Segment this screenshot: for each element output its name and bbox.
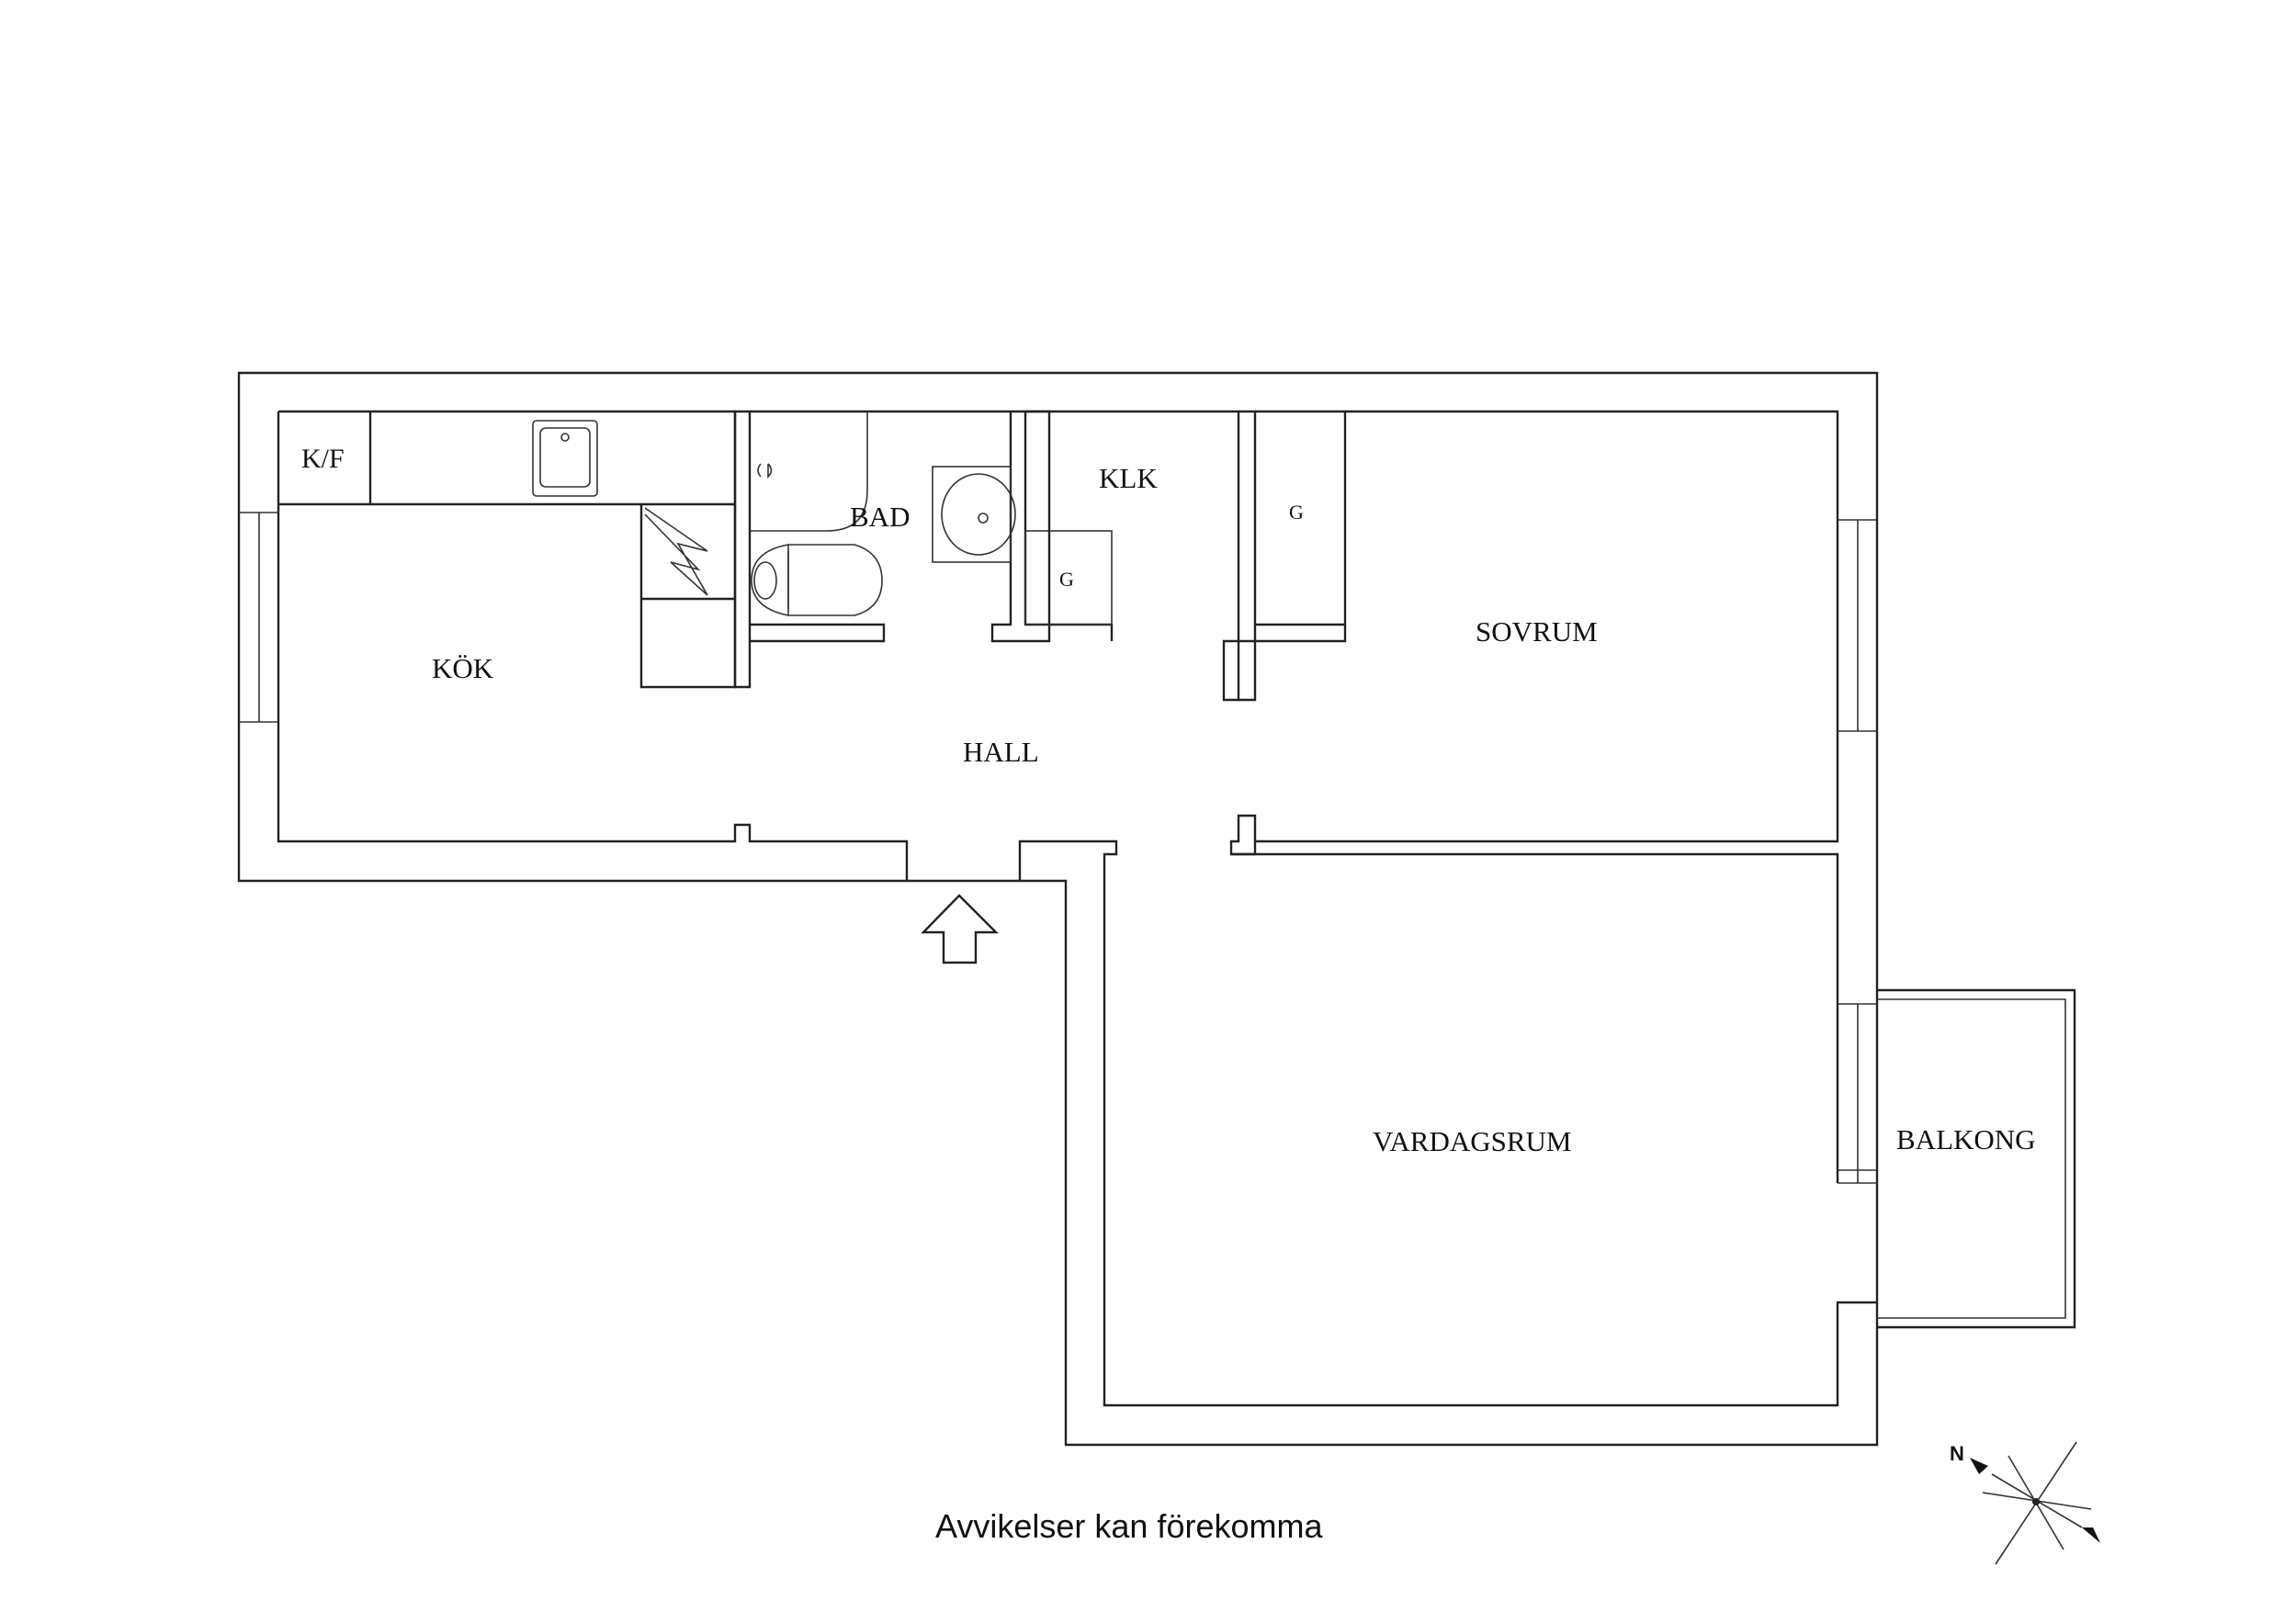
- balcony: [1877, 988, 2076, 1329]
- washbasin-tap: [978, 513, 989, 524]
- kitchen-counter-lower: [639, 504, 737, 689]
- bath-wall-bottom: [750, 623, 886, 643]
- washbasin-bowl: [941, 473, 1016, 556]
- toilet: [787, 544, 883, 616]
- room-label-kok: KÖK: [432, 652, 494, 684]
- compass-north-label: N: [1950, 1442, 1964, 1465]
- kitchen-sink: [532, 420, 598, 497]
- sovrum-wardrobe: [1255, 410, 1347, 643]
- kitchen-sink-drain: [560, 433, 570, 442]
- entrance-arrow-icon: [921, 894, 999, 964]
- room-label-balkong: BALKONG: [1896, 1123, 2036, 1155]
- room-label-bad: BAD: [850, 501, 910, 533]
- room-label-hall: HALL: [963, 736, 1039, 768]
- balcony-inner: [1877, 998, 2066, 1319]
- inner-wall-left: [277, 411, 909, 881]
- entrance-wall-right: [1018, 840, 1877, 1407]
- kitchen-window: [239, 512, 278, 723]
- room-label-klk: KLK: [1099, 462, 1158, 494]
- toilet-seat: [753, 561, 777, 600]
- room-label-klk-g: G: [1059, 568, 1074, 591]
- klk-storage: [1024, 530, 1113, 626]
- room-label-sov-g: G: [1289, 501, 1304, 524]
- sovrum-vardagsrum-wall: [1231, 852, 1839, 1183]
- stove-symbol: [644, 507, 708, 596]
- shower-head: [757, 463, 773, 479]
- compass-icon: [1970, 1441, 2100, 1565]
- room-label-kf: K/F: [301, 444, 345, 474]
- bath-wall-top: [750, 410, 1051, 643]
- washbasin: [932, 466, 1012, 563]
- kitchen-sink-basin: [539, 427, 591, 488]
- outer-wall: [237, 371, 1879, 1447]
- disclaimer-caption: Avvikelser kan förekomma: [935, 1507, 1323, 1545]
- klk-sovrum-wall: [1238, 410, 1257, 702]
- kitchen-counter: [278, 410, 737, 506]
- klk-wall: [1024, 410, 1240, 702]
- room-label-vardagsrum: VARDAGSRUM: [1373, 1125, 1572, 1157]
- kitchen-bath-wall: [733, 410, 752, 689]
- balcony-door: [1838, 1003, 1877, 1184]
- toilet-tank: [751, 544, 789, 616]
- room-label-sovrum: SOVRUM: [1476, 615, 1598, 648]
- shower-curve: [750, 411, 868, 532]
- sovrum-window: [1838, 519, 1877, 732]
